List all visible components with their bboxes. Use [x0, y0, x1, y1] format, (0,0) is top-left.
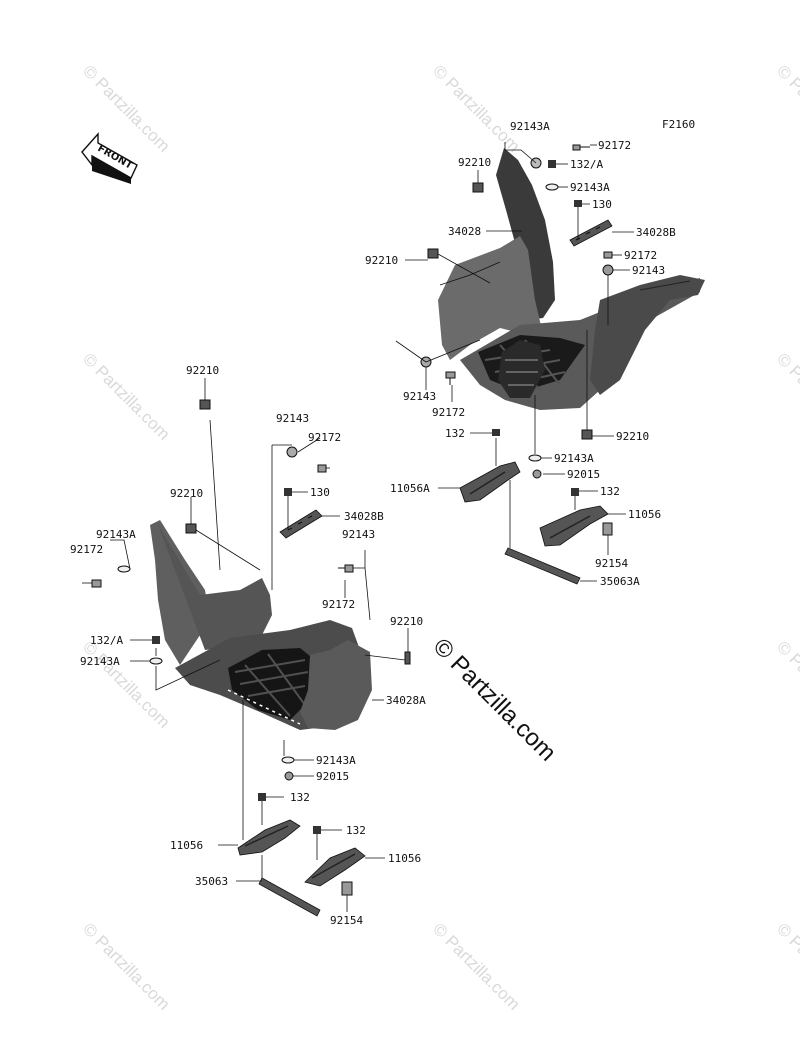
- watermark: © Partzilla.com: [773, 637, 800, 731]
- callout-92143A: 92143A: [316, 754, 356, 767]
- callout-130: 130: [310, 486, 330, 499]
- callout-92210: 92210: [186, 364, 219, 377]
- callout-92154: 92154: [595, 557, 628, 570]
- callout-92143: 92143: [342, 528, 375, 541]
- callout-92143: 92143: [276, 412, 309, 425]
- callout-92210: 92210: [458, 156, 491, 169]
- callout-92172: 92172: [308, 431, 341, 444]
- callout-92154: 92154: [330, 914, 363, 927]
- callout-92172: 92172: [624, 249, 657, 262]
- watermark: © Partzilla.com: [429, 61, 523, 155]
- callout-92172: 92172: [432, 406, 465, 419]
- callout-92143: 92143: [632, 264, 665, 277]
- callout-130: 130: [592, 198, 612, 211]
- callout-11056A: 11056A: [390, 482, 430, 495]
- callout-132: 132: [445, 427, 465, 440]
- callout-92143A: 92143A: [510, 120, 550, 133]
- watermark: © Partzilla.com: [429, 919, 523, 1013]
- callout-92210: 92210: [365, 254, 398, 267]
- watermark: © Partzilla.com: [79, 637, 173, 731]
- callout-labels: 92143A 92172 132/A 92210 92143A 130 3402…: [70, 120, 676, 927]
- callout-132: 132: [600, 485, 620, 498]
- left-floorboard-assembly: [82, 378, 411, 917]
- callout-35063: 35063: [195, 875, 228, 888]
- callout-34028B: 34028B: [636, 226, 676, 239]
- callout-11056: 11056: [170, 839, 203, 852]
- callout-92172: 92172: [598, 139, 631, 152]
- right-floorboard-assembly: [395, 142, 705, 585]
- watermark: © Partzilla.com: [773, 919, 800, 1013]
- callout-92143A: 92143A: [96, 528, 136, 541]
- watermark: © Partzilla.com: [79, 349, 173, 443]
- callout-92143A: 92143A: [570, 181, 610, 194]
- callout-11056: 11056: [628, 508, 661, 521]
- callout-132: 132: [290, 791, 310, 804]
- callout-35063A: 35063A: [600, 575, 640, 588]
- callout-92172: 92172: [70, 543, 103, 556]
- watermark: © Partzilla.com: [773, 61, 800, 155]
- figure-code: F2160: [662, 118, 695, 131]
- callout-132: 132: [346, 824, 366, 837]
- watermark: © Partzilla.com: [79, 919, 173, 1013]
- callout-11056: 11056: [388, 852, 421, 865]
- callout-92015: 92015: [316, 770, 349, 783]
- front-arrow-icon: FRONT: [81, 132, 138, 184]
- callout-132A: 132/A: [570, 158, 603, 171]
- callout-34028B: 34028B: [344, 510, 384, 523]
- callout-92143A: 92143A: [80, 655, 120, 668]
- callout-92210: 92210: [390, 615, 423, 628]
- watermark-layer: © Partzilla.com © Partzilla.com © Partzi…: [79, 61, 800, 1013]
- callout-34028A: 34028A: [386, 694, 426, 707]
- callout-92210: 92210: [616, 430, 649, 443]
- watermark-main: © Partzilla.com: [428, 633, 561, 766]
- callout-34028: 34028: [448, 225, 481, 238]
- watermark: © Partzilla.com: [773, 349, 800, 443]
- callout-92143: 92143: [403, 390, 436, 403]
- callout-92015: 92015: [567, 468, 600, 481]
- callout-92210: 92210: [170, 487, 203, 500]
- callout-132A: 132/A: [90, 634, 123, 647]
- callout-92143A: 92143A: [554, 452, 594, 465]
- callout-92172: 92172: [322, 598, 355, 611]
